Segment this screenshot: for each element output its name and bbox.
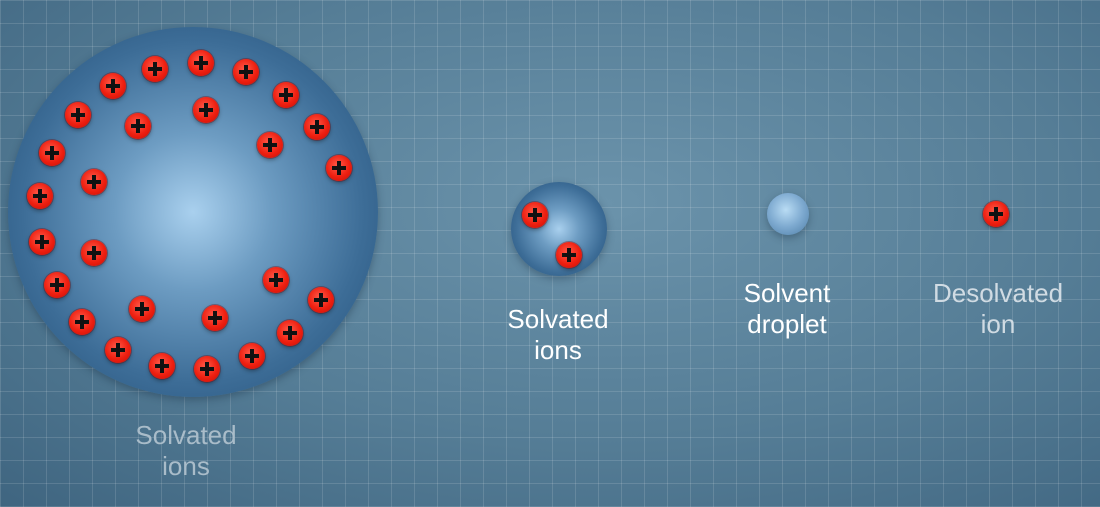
- label-desolvated-ion: Desolvated ion: [908, 278, 1088, 340]
- ion-icon: [100, 73, 126, 99]
- ion-icon: [81, 169, 107, 195]
- solvent-droplet: [767, 193, 809, 235]
- ion-icon: [81, 240, 107, 266]
- ion-icon: [202, 305, 228, 331]
- ion-icon: [27, 183, 53, 209]
- ion-icon: [193, 97, 219, 123]
- label-line: ion: [980, 309, 1016, 339]
- ion-icon: [263, 267, 289, 293]
- label-line: Solvated: [135, 420, 237, 450]
- ion-icon: [556, 242, 582, 268]
- label-line: ions: [534, 335, 582, 365]
- ion-icon: [69, 309, 95, 335]
- ion-icon: [304, 114, 330, 140]
- label-line: Desolvated: [932, 278, 1064, 308]
- ion-icon: [273, 82, 299, 108]
- ion-icon: [149, 353, 175, 379]
- ion-icon: [257, 132, 283, 158]
- label-solvated-ions-large: Solvated ions: [106, 420, 266, 482]
- ion-icon: [233, 59, 259, 85]
- label-solvated-ions-small: Solvated ions: [478, 304, 638, 366]
- label-line: droplet: [747, 309, 827, 339]
- ion-icon: [125, 113, 151, 139]
- ion-icon: [522, 202, 548, 228]
- large-solvated-droplet: [8, 27, 378, 397]
- ion-icon: [65, 102, 91, 128]
- ion-icon: [239, 343, 265, 369]
- ion-icon: [326, 155, 352, 181]
- ion-icon: [142, 56, 168, 82]
- ion-icon: [129, 296, 155, 322]
- ion-icon: [105, 337, 131, 363]
- desolvated-ion-icon: [983, 201, 1009, 227]
- ion-icon: [308, 287, 334, 313]
- ion-icon: [44, 272, 70, 298]
- label-line: Solvent: [743, 278, 831, 308]
- label-line: Solvated: [507, 304, 609, 334]
- label-solvent-droplet: Solvent droplet: [707, 278, 867, 340]
- ion-icon: [194, 356, 220, 382]
- ion-icon: [39, 140, 65, 166]
- ion-icon: [188, 50, 214, 76]
- ion-icon: [29, 229, 55, 255]
- ion-icon: [277, 320, 303, 346]
- label-line: ions: [162, 451, 210, 481]
